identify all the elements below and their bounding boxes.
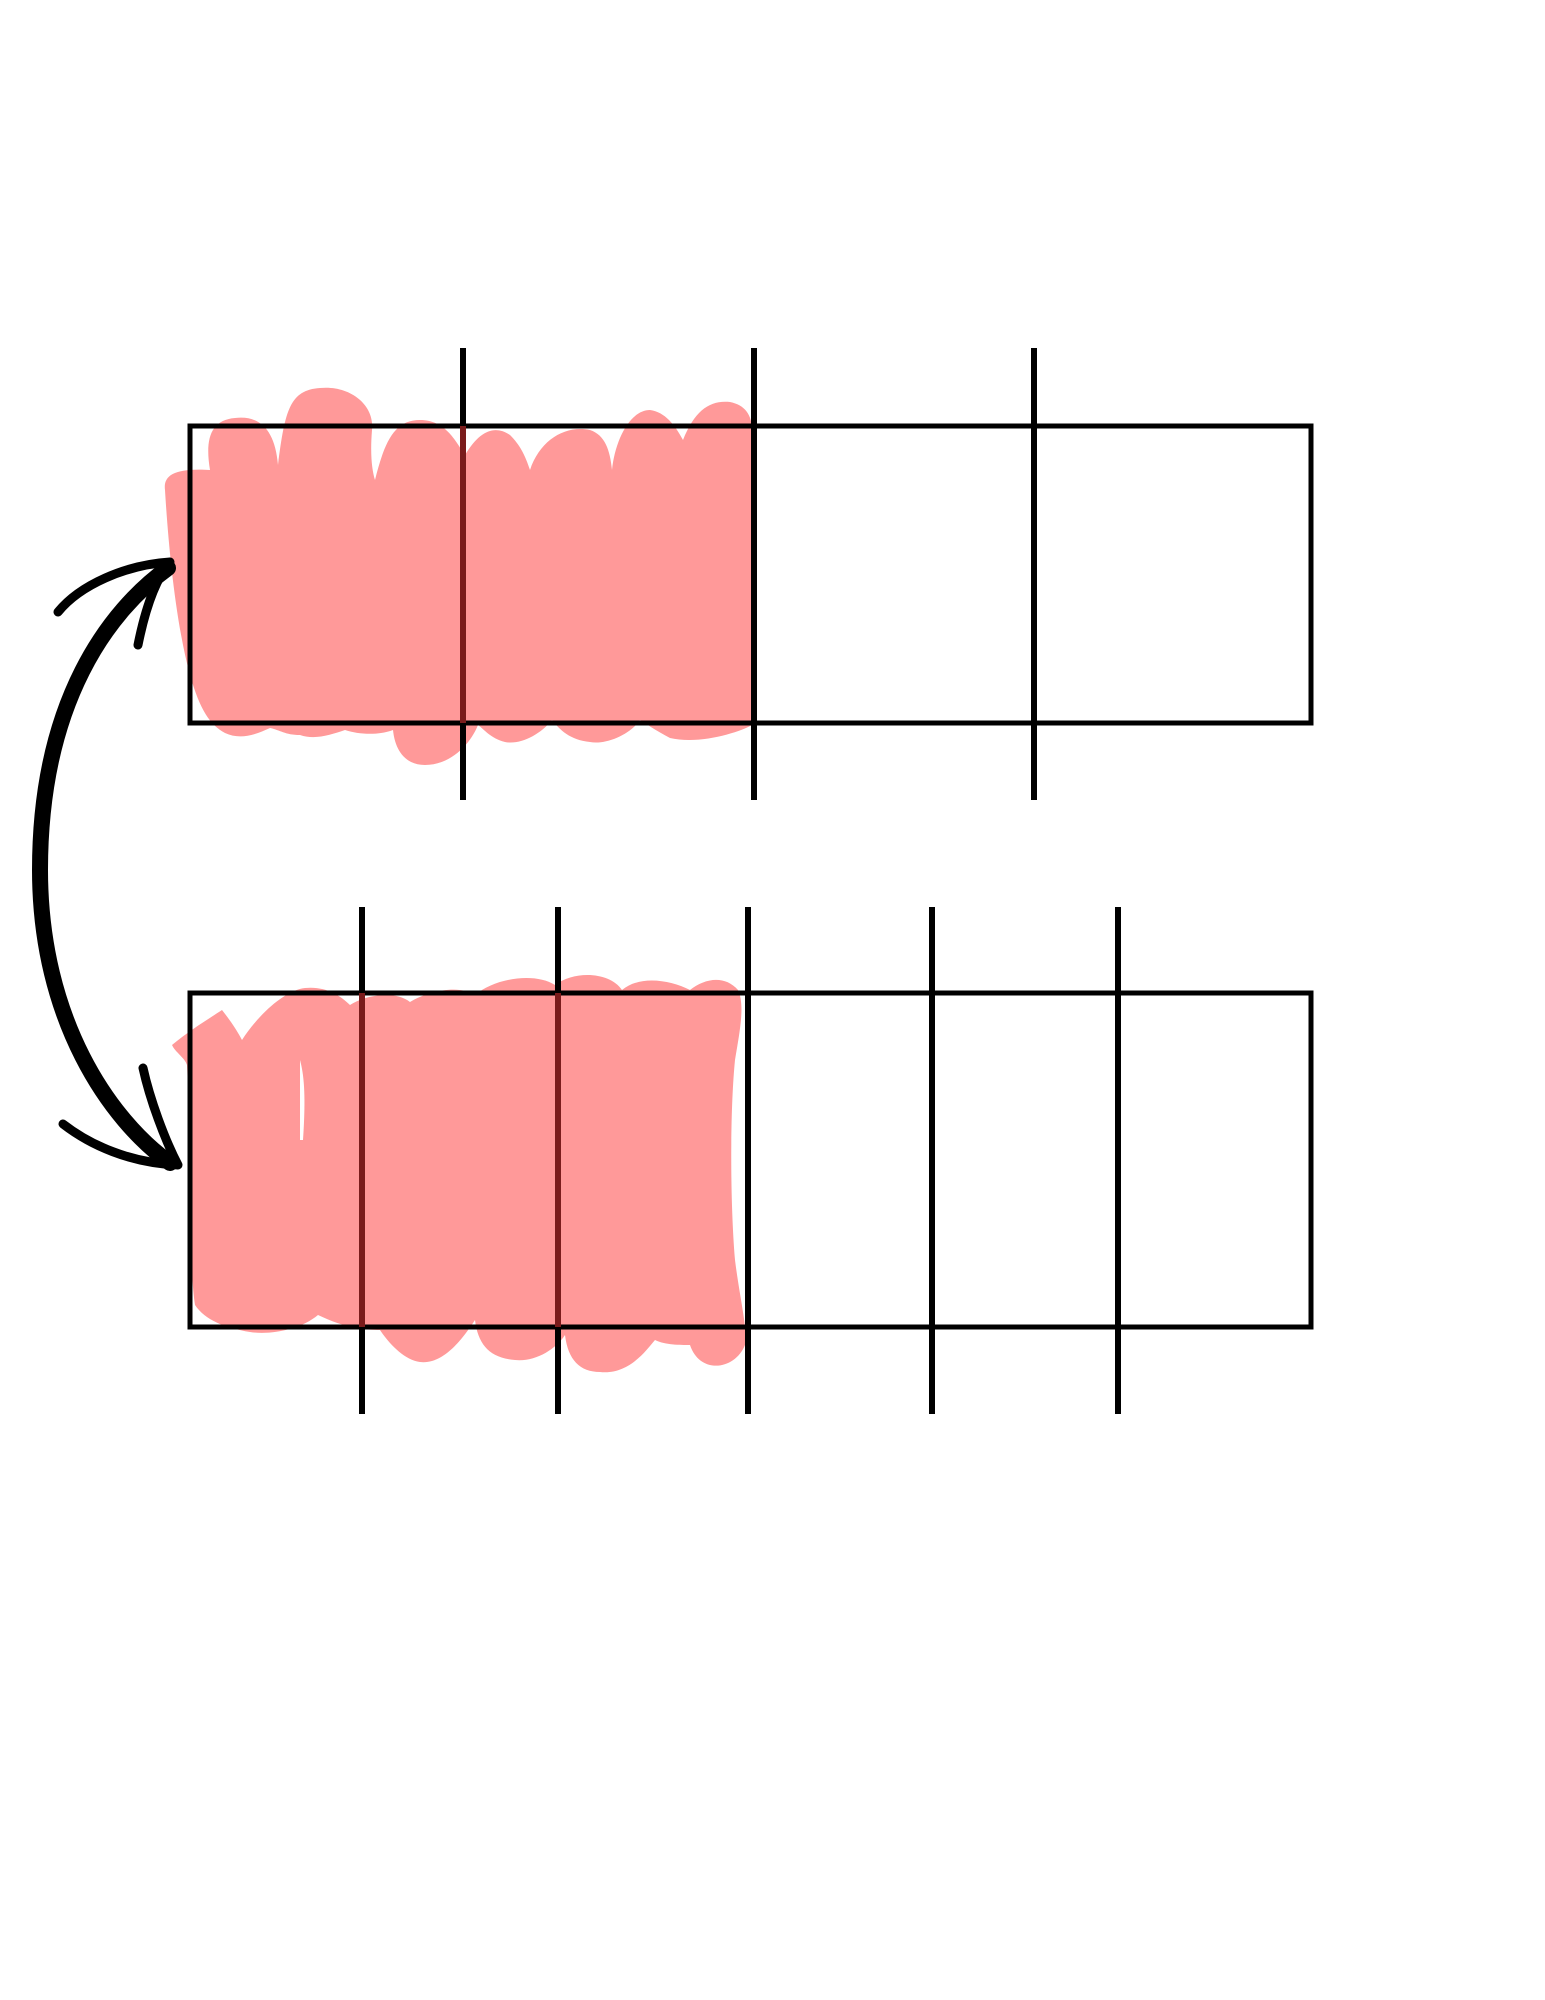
arrow-head-top bbox=[53, 557, 175, 650]
top-bar-shading bbox=[164, 387, 752, 765]
arrow-shaft bbox=[32, 560, 178, 1171]
top-bar-outline bbox=[187, 423, 1314, 726]
double-arrow-icon bbox=[32, 557, 183, 1171]
bottom-bar-shading-gap bbox=[300, 1060, 305, 1140]
arrow-head-bottom bbox=[58, 1063, 183, 1170]
bottom-bar-shading bbox=[172, 974, 746, 1373]
top-fraction-bar bbox=[164, 348, 1314, 800]
bottom-fraction-bar bbox=[172, 907, 1314, 1414]
